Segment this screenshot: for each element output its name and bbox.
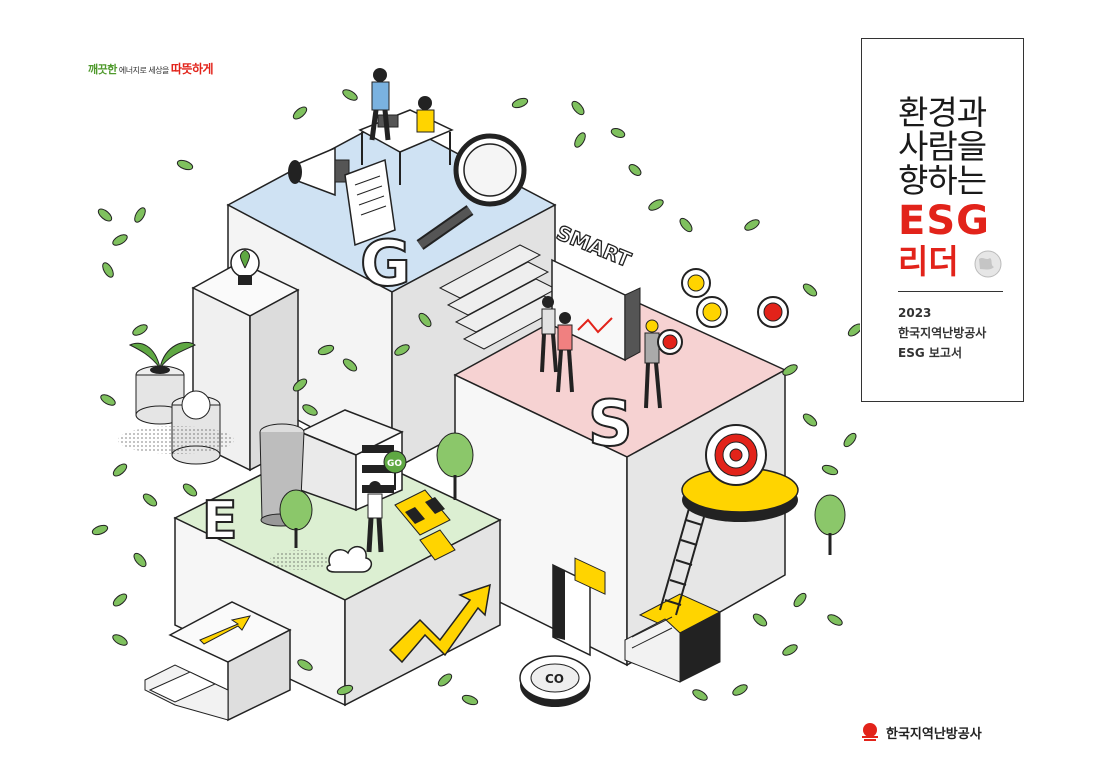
slogan-part-clean: 깨끗한 — [88, 63, 117, 76]
letter-s-block: S — [587, 386, 634, 461]
leaves — [91, 89, 860, 706]
slogan: 깨끗한 에너지로 세상을 따뜻하게 — [88, 60, 214, 77]
desk-scene — [358, 68, 454, 185]
cloud — [326, 546, 373, 573]
people-at-billboard — [540, 296, 662, 409]
footer-logo: 한국지역난방공사 — [860, 722, 982, 742]
coin-stacks — [118, 341, 234, 465]
svg-text:CO: CO — [545, 672, 564, 686]
slogan-part-warm: 따뜻하게 — [170, 62, 214, 76]
report-year: 2023 — [898, 306, 932, 320]
trees — [270, 432, 846, 570]
title-line-3: 향하는 — [898, 161, 987, 200]
globe-icon — [974, 250, 1002, 277]
svg-text:S: S — [588, 387, 633, 460]
environment-block — [173, 439, 502, 707]
megaphone — [288, 146, 350, 197]
go-sign: GO — [383, 450, 407, 490]
icon-dials — [657, 268, 789, 355]
title-divider — [898, 291, 1003, 292]
growth-arrow — [388, 583, 491, 664]
letter-g-block: G — [359, 226, 412, 301]
lightbulb — [230, 248, 260, 285]
paper-scroll — [344, 158, 396, 247]
title-esg: ESG — [898, 198, 990, 244]
report-org: 한국지역난방공사 — [898, 326, 987, 340]
bottom-left-stairs — [144, 601, 292, 722]
stairs-middle — [438, 244, 566, 350]
footer-org-name: 한국지역난방공사 — [886, 726, 982, 742]
report-name: ESG 보고서 — [898, 346, 962, 360]
cover-title-box: 환경과 사람을 향하는 ESG 리더 2023 한국지역난방공사 ESG 보고서 — [861, 38, 1024, 402]
person-green — [366, 481, 384, 553]
slogan-part-energy: 에너지로 — [118, 66, 147, 75]
isometric-illustration: G S E SMART — [91, 68, 860, 722]
svg-text:G: G — [360, 227, 411, 300]
svg-text:GO: GO — [387, 459, 402, 469]
title-line-1: 환경과 — [898, 93, 987, 132]
title-line-2: 사람을 — [898, 127, 987, 166]
kdhc-logo-icon — [862, 723, 878, 741]
ladder — [659, 504, 707, 616]
magnifier — [416, 133, 527, 250]
bottom-right-stairs — [624, 593, 722, 683]
svg-text:E: E — [202, 491, 238, 551]
solar-panel — [394, 489, 456, 561]
target-platform — [681, 424, 799, 522]
title-leader: 리더 — [898, 244, 1006, 280]
svg-text:SMART: SMART — [553, 220, 635, 272]
left-pillar — [191, 261, 300, 472]
door — [552, 563, 591, 657]
letter-e-block: E — [201, 490, 239, 552]
co2-dial: CO — [519, 655, 591, 707]
slogan-part-world: 세상을 — [148, 66, 169, 75]
title-leader-text: 리더 — [898, 242, 959, 281]
